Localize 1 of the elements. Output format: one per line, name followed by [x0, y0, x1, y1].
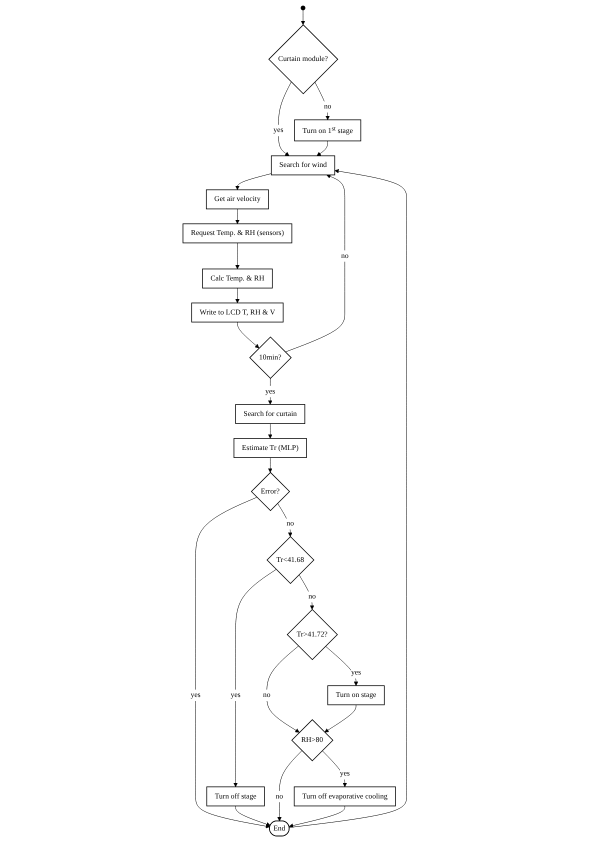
node-circle — [300, 6, 306, 10]
